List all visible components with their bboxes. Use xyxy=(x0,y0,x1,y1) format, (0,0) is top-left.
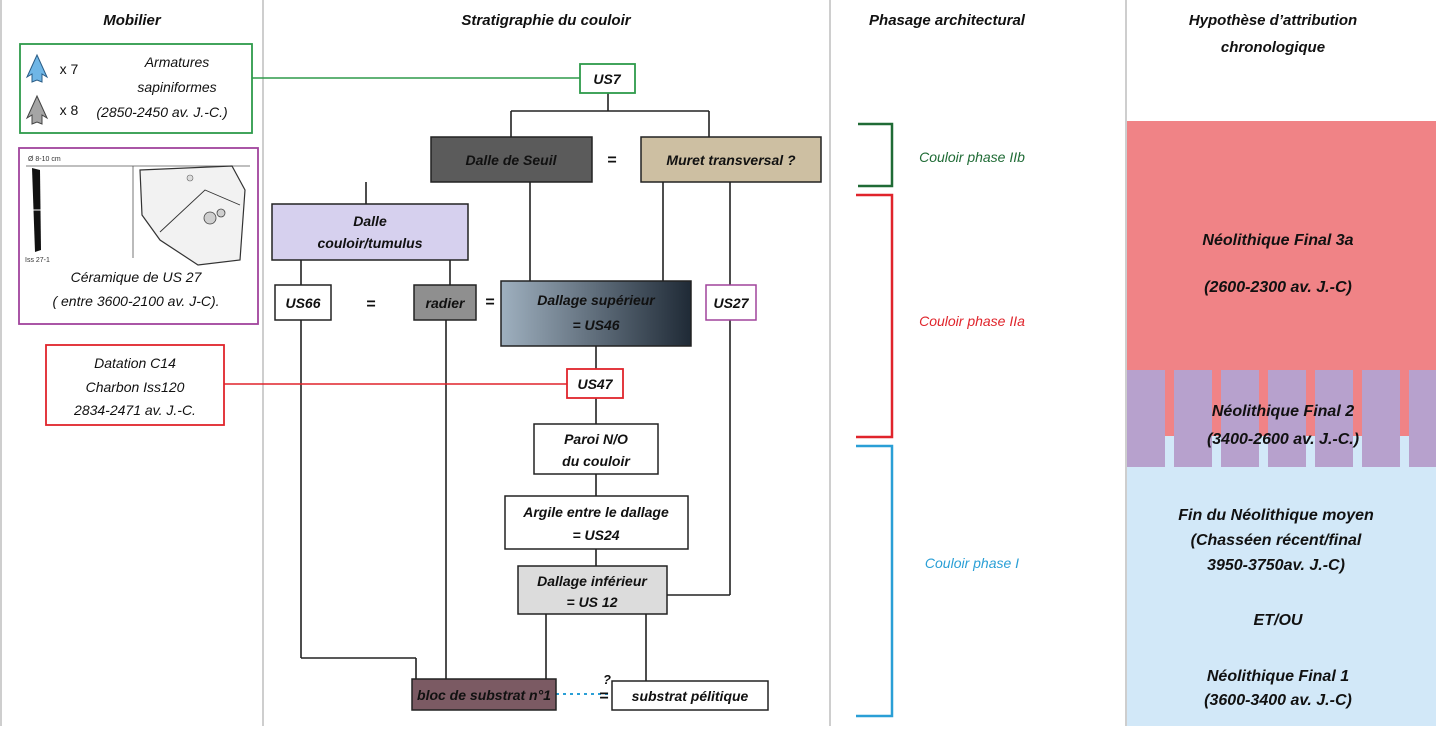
box-argile: Argile entre le dallage = US24 xyxy=(504,495,689,550)
armatures-label-1: Armatures xyxy=(144,54,210,70)
box-dalle-de-seuil: Dalle de Seuil xyxy=(430,136,593,183)
phase-iib-label: Couloir phase IIb xyxy=(919,149,1025,165)
chrono-nf2-name: Néolithique Final 2 xyxy=(1212,403,1354,420)
armatures-label-3: (2850-2450 av. J.-C.) xyxy=(96,104,227,120)
svg-text:Dalle de Seuil: Dalle de Seuil xyxy=(465,152,557,168)
datation-label-3: 2834-2471 av. J.-C. xyxy=(73,402,196,418)
box-dallage-inferieur: Dallage inférieur = US 12 xyxy=(517,565,668,615)
chrono-nm-dates: 3950-3750av. J.-C) xyxy=(1207,557,1345,574)
box-muret-transversal: Muret transversal ? xyxy=(640,136,822,183)
equals-radier-dallage: = xyxy=(485,294,494,311)
svg-text:Muret transversal ?: Muret transversal ? xyxy=(666,152,796,168)
svg-text:Argile entre le dallage: Argile entre le dallage xyxy=(522,504,669,520)
header-hypothese-line1: Hypothèse d’attribution xyxy=(1189,12,1357,29)
chrono-nf1-dates: (3600-3400 av. J.-C) xyxy=(1204,692,1352,709)
armature-count-blue: x 7 xyxy=(60,61,79,77)
box-bloc-substrat: bloc de substrat n°1 xyxy=(411,678,557,711)
box-datation xyxy=(45,344,225,426)
box-us27: US27 xyxy=(705,284,757,321)
bracket-phase-iia xyxy=(856,193,894,439)
datation-label-1: Datation C14 xyxy=(94,355,176,371)
chrono-nf2-dates: (3400-2600 av. J.-C.) xyxy=(1207,431,1359,448)
svg-text:= US 12: = US 12 xyxy=(567,594,618,610)
header-mobilier: Mobilier xyxy=(103,12,162,29)
svg-text:Dalle: Dalle xyxy=(353,213,387,229)
svg-text:substrat pélitique: substrat pélitique xyxy=(632,688,749,704)
connector-lines xyxy=(300,93,731,681)
equals-bloc-substrat: = xyxy=(599,688,608,705)
ceramique-ref: Iss 27-1 xyxy=(25,257,50,264)
band-neolithique-moyen xyxy=(1127,436,1436,726)
arrowhead-grey-icon xyxy=(25,94,49,125)
svg-text:US27: US27 xyxy=(713,295,749,311)
box-paroi-no: Paroi N/O du couloir xyxy=(533,423,659,475)
svg-text:US66: US66 xyxy=(285,295,320,311)
datation-label-2: Charbon Iss120 xyxy=(86,379,185,395)
ceramique-label-1: Céramique de US 27 xyxy=(71,269,203,285)
chrono-nf3a-dates: (2600-2300 av. J.-C) xyxy=(1204,279,1352,296)
box-us47: US47 xyxy=(566,368,624,399)
svg-text:Dallage supérieur: Dallage supérieur xyxy=(537,292,656,308)
chrono-nm-name: Fin du Néolithique moyen xyxy=(1178,507,1374,524)
header-stratigraphie: Stratigraphie du couloir xyxy=(461,12,631,29)
svg-text:du couloir: du couloir xyxy=(562,453,631,469)
question-mark: ? xyxy=(603,672,611,687)
svg-text:US7: US7 xyxy=(593,71,621,87)
chrono-etou: ET/OU xyxy=(1254,612,1303,629)
svg-text:Paroi N/O: Paroi N/O xyxy=(564,431,628,447)
bracket-phase-i xyxy=(856,444,894,718)
armature-count-grey: x 8 xyxy=(60,102,79,118)
ceramique-drawing xyxy=(26,165,250,266)
equals-us66-radier: = xyxy=(366,296,375,313)
svg-text:= US46: = US46 xyxy=(572,317,619,333)
phase-iia-label: Couloir phase IIa xyxy=(919,313,1025,329)
armatures-label-2: sapiniformes xyxy=(137,79,216,95)
chrono-nf3a-name: Néolithique Final 3a xyxy=(1202,232,1353,249)
box-us7: US7 xyxy=(579,63,636,94)
box-radier: radier xyxy=(413,284,477,321)
svg-text:radier: radier xyxy=(426,295,466,311)
band-neolithique-final-2 xyxy=(1127,370,1436,467)
svg-text:Dallage inférieur: Dallage inférieur xyxy=(537,573,648,589)
ceramique-label-2: ( entre 3600-2100 av. J-C). xyxy=(52,293,219,309)
bracket-phase-iib xyxy=(858,122,894,188)
phase-i-label: Couloir phase I xyxy=(925,555,1019,571)
chrono-nm-detail: (Chasséen récent/final xyxy=(1191,532,1362,549)
svg-text:bloc de substrat n°1: bloc de substrat n°1 xyxy=(417,687,551,703)
box-dalle-couloir-tumulus: Dalle couloir/tumulus xyxy=(271,203,469,261)
svg-text:US47: US47 xyxy=(577,376,613,392)
svg-text:couloir/tumulus: couloir/tumulus xyxy=(318,235,423,251)
ceramique-scale: Ø 8-10 cm xyxy=(28,156,61,163)
svg-text:= US24: = US24 xyxy=(572,527,619,543)
equals-seuil-muret: = xyxy=(607,152,616,169)
box-substrat-pelitique: substrat pélitique xyxy=(611,680,769,711)
header-phasage: Phasage architectural xyxy=(869,12,1026,29)
header-hypothese-line2: chronologique xyxy=(1221,39,1325,56)
box-us66: US66 xyxy=(274,284,332,321)
chrono-nf1-name: Néolithique Final 1 xyxy=(1207,668,1349,685)
box-armatures xyxy=(19,43,253,134)
box-dallage-superieur: Dallage supérieur = US46 xyxy=(500,280,692,347)
arrowhead-blue-icon xyxy=(25,53,49,83)
